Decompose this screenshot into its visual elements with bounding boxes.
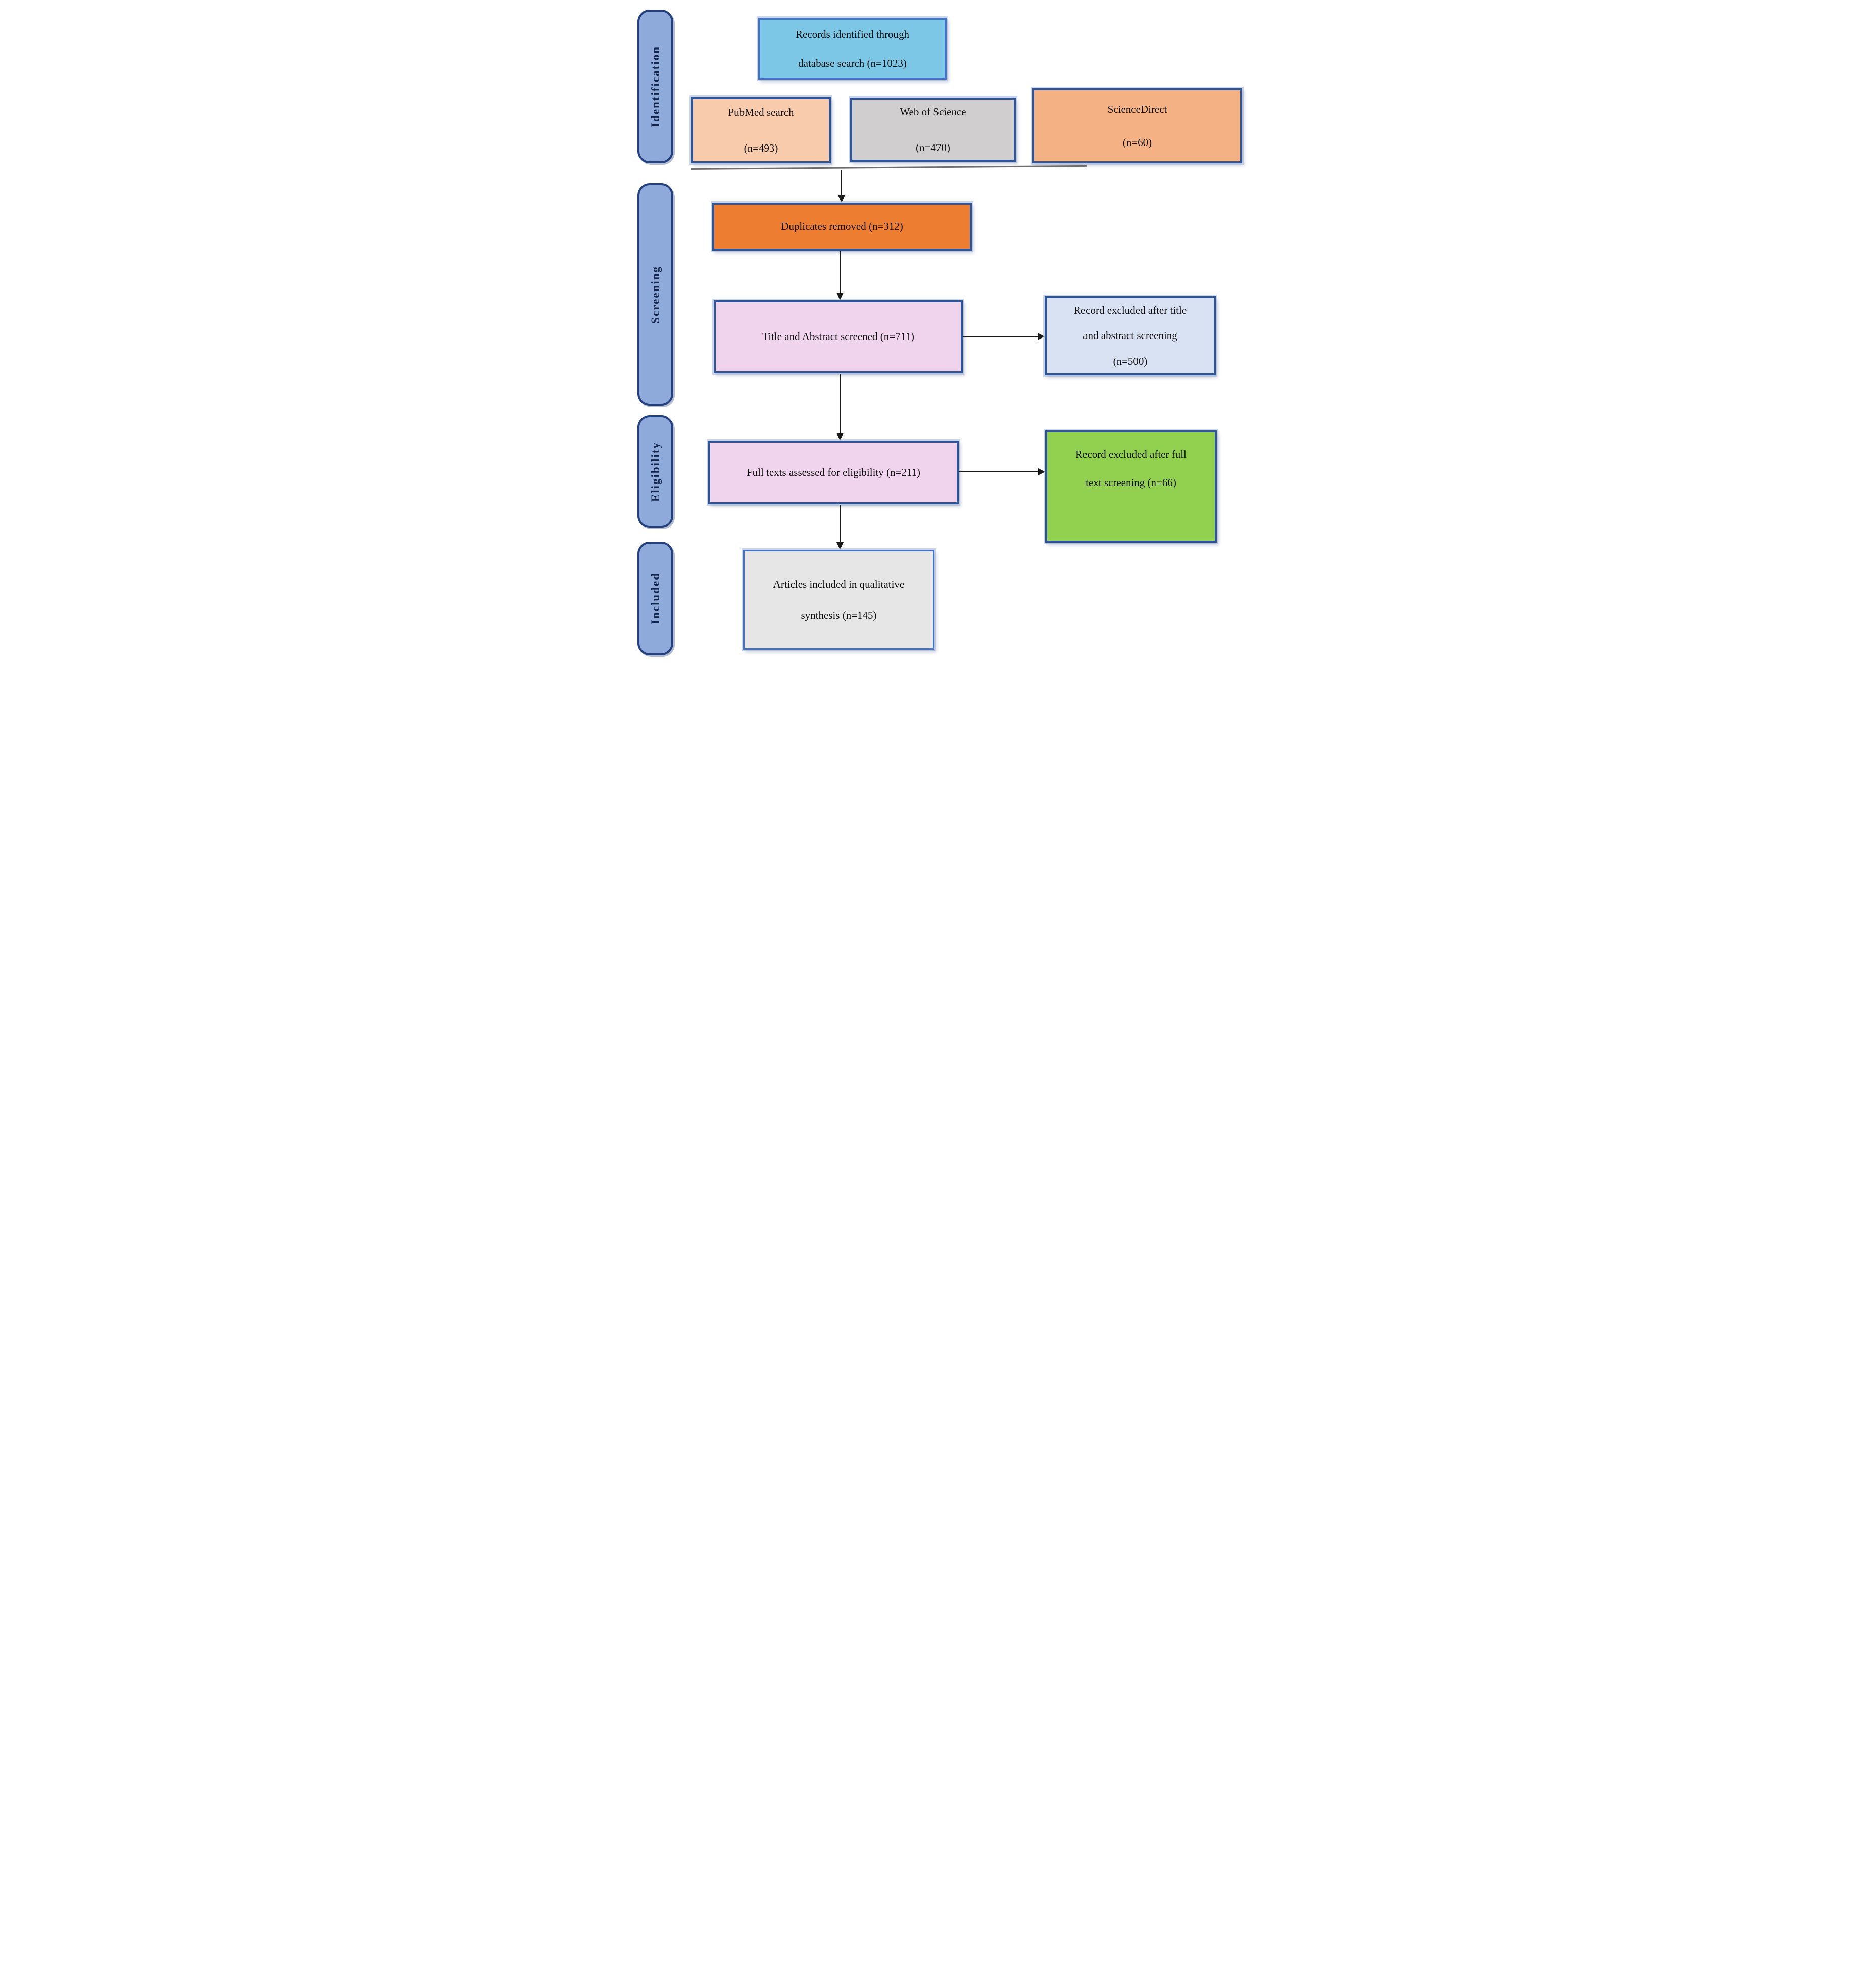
web-of-science-box: Web of Science (n=470) (850, 98, 1016, 162)
arrow-screened-to-excluded-stem (963, 336, 1038, 337)
excluded-full-text-line2: text screening (n=66) (1085, 476, 1176, 489)
title-abstract-screened-line1: Title and Abstract screened (n=711) (762, 330, 914, 343)
arrow-screened-to-excluded-head (1038, 333, 1045, 340)
excluded-title-abstract-box: Record excluded after title and abstract… (1045, 296, 1216, 375)
sidebar-stage-included: Included (637, 542, 673, 655)
excluded-full-text-line1: Record excluded after full (1075, 448, 1187, 460)
arrow-fulltext-to-included-stem (840, 505, 841, 543)
excluded-title-abstract-line1: Record excluded after title (1073, 304, 1187, 317)
stage-label-included: Included (649, 572, 662, 624)
duplicates-removed-box: Duplicates removed (n=312) (712, 203, 972, 251)
web-of-science-line1: Web of Science (900, 106, 966, 118)
included-articles-line1: Articles included in qualitative (773, 577, 905, 590)
collector-rule (690, 165, 1087, 170)
sciencedirect-line2: (n=60) (1122, 136, 1152, 149)
sciencedirect-line1: ScienceDirect (1107, 103, 1167, 115)
arrow-screened-to-fulltext-stem (840, 374, 841, 433)
included-articles-line2: synthesis (n=145) (801, 609, 877, 621)
arrow-duplicates-to-screened-stem (840, 251, 841, 294)
title-abstract-screened-box: Title and Abstract screened (n=711) (714, 300, 963, 373)
arrow-screened-to-fulltext-head (836, 433, 844, 441)
arrow-fulltext-to-excluded-stem (959, 471, 1039, 472)
records-identified-line1: Records identified through (795, 28, 910, 41)
stage-label-screening: Screening (649, 265, 662, 324)
full-texts-assessed-box: Full texts assessed for eligibility (n=2… (708, 441, 959, 504)
pubmed-box: PubMed search (n=493) (691, 97, 831, 163)
arrow-fulltext-to-excluded-head (1038, 468, 1045, 475)
stage-label-eligibility: Eligibility (649, 441, 662, 502)
arrow-duplicates-to-screened-head (836, 293, 844, 300)
pubmed-line2: (n=493) (744, 141, 778, 154)
sciencedirect-box: ScienceDirect (n=60) (1032, 88, 1242, 163)
prisma-flow-diagram: Identification Screening Eligibility Inc… (625, 0, 1251, 660)
sidebar-stage-eligibility: Eligibility (637, 415, 673, 528)
pubmed-line1: PubMed search (728, 106, 794, 119)
excluded-full-text-box: Record excluded after full text screenin… (1045, 430, 1217, 543)
excluded-title-abstract-line3: (n=500) (1113, 355, 1148, 367)
full-texts-assessed-line1: Full texts assessed for eligibility (n=2… (746, 466, 921, 478)
arrow-rule-to-duplicates-head (838, 195, 845, 203)
arrow-rule-to-duplicates-stem (841, 170, 842, 196)
sidebar-stage-identification: Identification (637, 10, 673, 163)
included-articles-box: Articles included in qualitative synthes… (743, 550, 934, 650)
sidebar-stage-screening: Screening (637, 183, 673, 406)
records-identified-box: Records identified through database sear… (758, 18, 947, 80)
duplicates-removed-line1: Duplicates removed (n=312) (781, 220, 903, 233)
excluded-title-abstract-line2: and abstract screening (1083, 329, 1177, 342)
records-identified-line2: database search (n=1023) (798, 57, 907, 69)
web-of-science-line2: (n=470) (916, 141, 950, 154)
arrow-fulltext-to-included-head (836, 542, 844, 550)
stage-label-identification: Identification (649, 45, 662, 127)
